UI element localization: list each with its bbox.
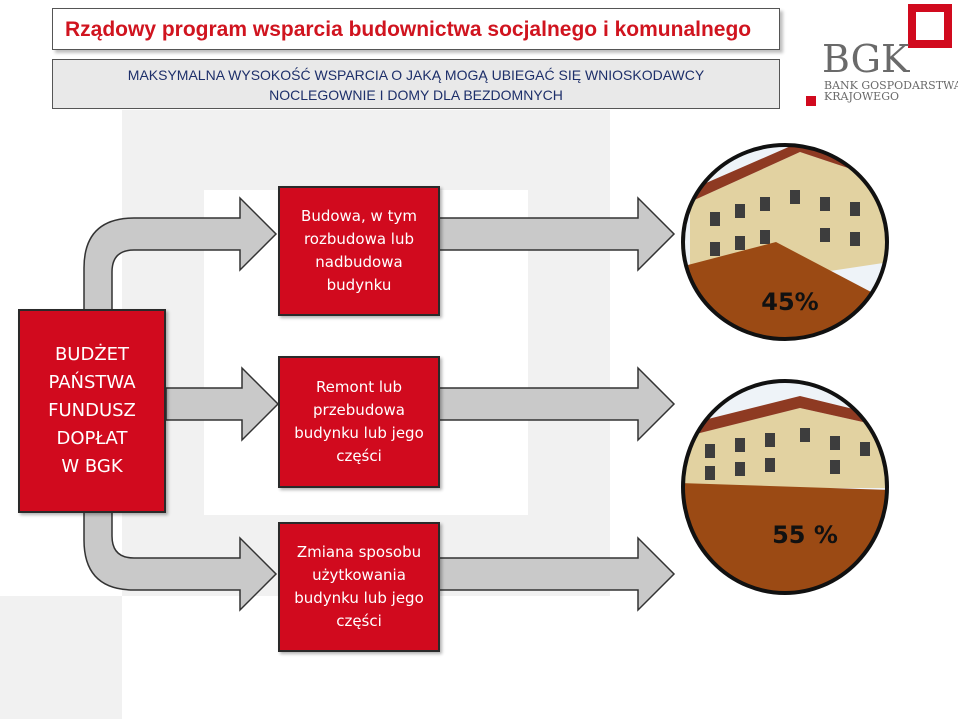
arrow-to-photo-1: [437, 196, 676, 272]
option-line: Budowa, w tym: [301, 207, 417, 225]
subtitle-line-2: NOCLEGOWNIE I DOMY DLA BEZDOMNYCH: [269, 87, 563, 103]
option-line: użytkowania: [312, 566, 406, 584]
support-label-45: 45%: [761, 288, 818, 316]
pie-segment-55: [683, 483, 887, 593]
pie-segment-45: [683, 242, 887, 339]
arrow-to-option-1: [83, 196, 278, 311]
option-line: budynku: [326, 276, 392, 294]
budget-line: DOPŁAT: [56, 428, 128, 449]
support-label-55: 55 %: [772, 521, 838, 549]
budget-line: BUDŻET: [54, 344, 130, 365]
background-panel-left: [0, 596, 122, 719]
arrow-to-photo-2a: [437, 366, 676, 442]
budget-line: W BGK: [61, 456, 123, 477]
arrow-to-photo-2b: [437, 536, 676, 612]
logo-name-line2: KRAJOWEGO: [824, 90, 899, 103]
arrow-to-option-2: [165, 366, 280, 442]
logo-name-line1: BANK GOSPODARSTWA: [824, 79, 958, 92]
budget-box: BUDŻET PAŃSTWA FUNDUSZ DOPŁAT W BGK: [18, 309, 166, 513]
arrow-to-option-3: [83, 511, 278, 612]
option-box-renovation: Remont lub przebudowa budynku lub jego c…: [278, 356, 440, 488]
title-box: Rządowy program wsparcia budownictwa soc…: [52, 8, 780, 50]
bgk-logo: BGK BANK GOSPODARSTWA KRAJOWEGO: [806, 4, 958, 106]
logo-square-small: [806, 96, 816, 106]
option-line: budynku lub jego: [294, 424, 424, 442]
logo-square-inner: [916, 12, 944, 40]
option-box-construction: Budowa, w tym rozbudowa lub nadbudowa bu…: [278, 186, 440, 316]
option-line: budynku lub jego: [294, 589, 424, 607]
building-photo-55: 55 %: [681, 379, 889, 595]
logo-abbr: BGK: [822, 37, 910, 81]
option-box-change-of-use: Zmiana sposobu użytkowania budynku lub j…: [278, 522, 440, 652]
page-title: Rządowy program wsparcia budownictwa soc…: [65, 18, 752, 41]
option-line: nadbudowa: [315, 253, 403, 271]
subtitle-line-1: MAKSYMALNA WYSOKOŚĆ WSPARCIA O JAKĄ MOGĄ…: [127, 67, 705, 83]
subtitle-box: MAKSYMALNA WYSOKOŚĆ WSPARCIA O JAKĄ MOGĄ…: [52, 59, 780, 109]
budget-line: FUNDUSZ: [48, 400, 136, 421]
option-line: części: [336, 612, 382, 630]
option-line: Zmiana sposobu: [296, 543, 422, 561]
budget-line: PAŃSTWA: [48, 372, 136, 393]
option-line: Remont lub: [315, 378, 403, 396]
option-line: części: [336, 447, 382, 465]
option-line: rozbudowa lub: [303, 230, 415, 248]
building-photo-45: 45%: [681, 143, 889, 341]
option-line: przebudowa: [313, 401, 405, 419]
